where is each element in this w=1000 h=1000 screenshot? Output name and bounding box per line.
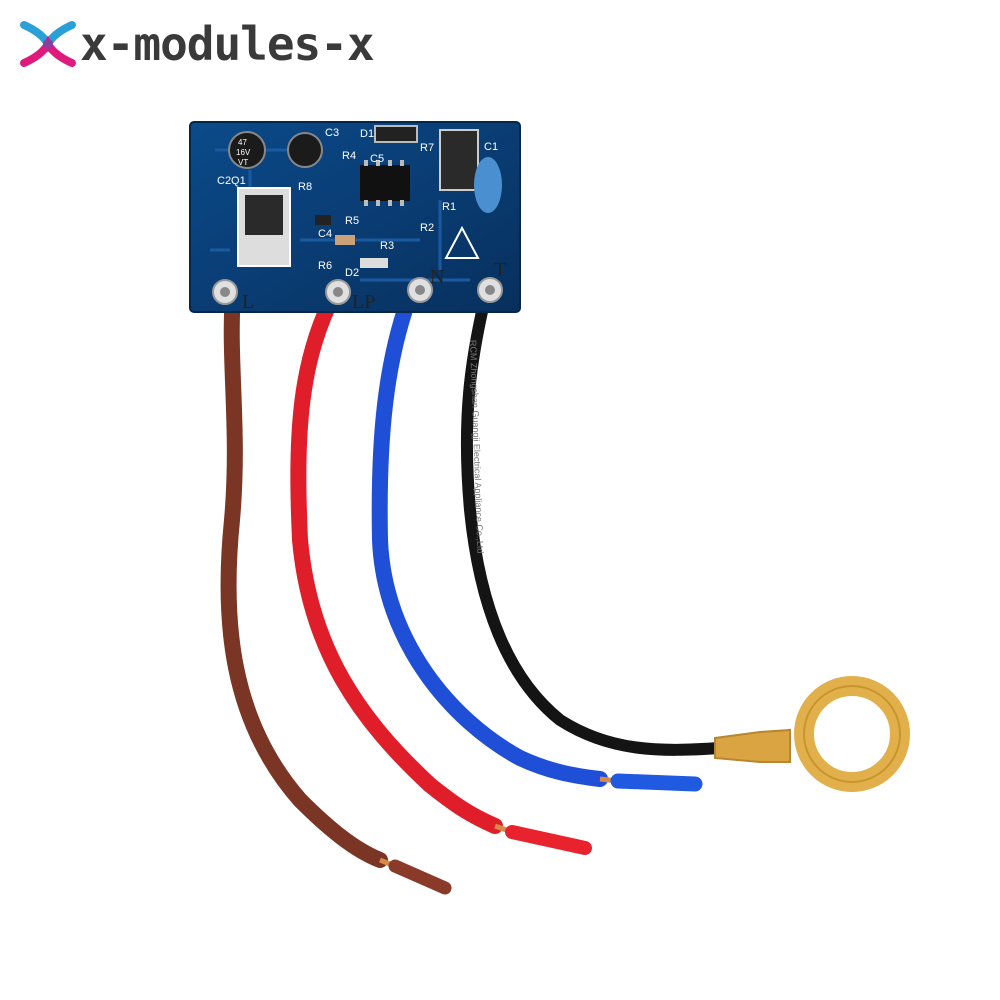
brown-wire-sleeve: [388, 859, 452, 895]
capacitor-c1: [474, 157, 502, 213]
brand-name: x-modules-x: [80, 17, 375, 71]
svg-text:R4: R4: [342, 150, 356, 162]
blue-wire: [371, 282, 608, 787]
svg-text:R7: R7: [420, 142, 434, 154]
svg-text:C3: C3: [325, 127, 339, 139]
svg-text:R2: R2: [420, 222, 434, 234]
red-wire-sleeve: [505, 825, 592, 855]
brand-x-icon: [20, 21, 76, 67]
brown-wire: [220, 287, 388, 868]
black-wire: [460, 284, 726, 756]
svg-text:R6: R6: [318, 260, 332, 272]
diode-d1: [374, 125, 418, 143]
svg-text:R8: R8: [298, 181, 312, 193]
pin-label-n: N: [430, 266, 444, 288]
pin-label-lp: LP: [352, 291, 375, 313]
svg-text:47: 47: [238, 138, 247, 147]
component-c1: [439, 129, 479, 191]
red-wire: [290, 284, 503, 834]
pin-label-l: L: [242, 291, 254, 313]
svg-text:C1: C1: [484, 141, 498, 153]
capacitor-c3: [287, 132, 323, 168]
svg-text:R5: R5: [345, 215, 359, 227]
pcb-board: 47 16V VT C3 D1 C1 C5 R4 R7 C2Q1 R8: [189, 121, 521, 313]
svg-text:16V: 16V: [236, 148, 251, 157]
pin-label-t: T: [494, 259, 506, 281]
svg-text:D1: D1: [360, 128, 374, 140]
ring-terminal: [714, 676, 910, 792]
svg-text:C4: C4: [318, 228, 332, 240]
brand-logo-block: x-modules-x: [18, 14, 375, 74]
svg-text:C2Q1: C2Q1: [217, 175, 246, 187]
svg-text:D2: D2: [345, 267, 359, 279]
warning-icon: [444, 225, 480, 259]
svg-text:R3: R3: [380, 240, 394, 252]
svg-text:VT: VT: [238, 158, 248, 167]
blue-wire-sleeve: [610, 773, 703, 792]
capacitor-c2: [228, 131, 266, 169]
ic-chip: [360, 165, 410, 201]
svg-text:C5: C5: [370, 153, 384, 165]
svg-text:R1: R1: [442, 201, 456, 213]
